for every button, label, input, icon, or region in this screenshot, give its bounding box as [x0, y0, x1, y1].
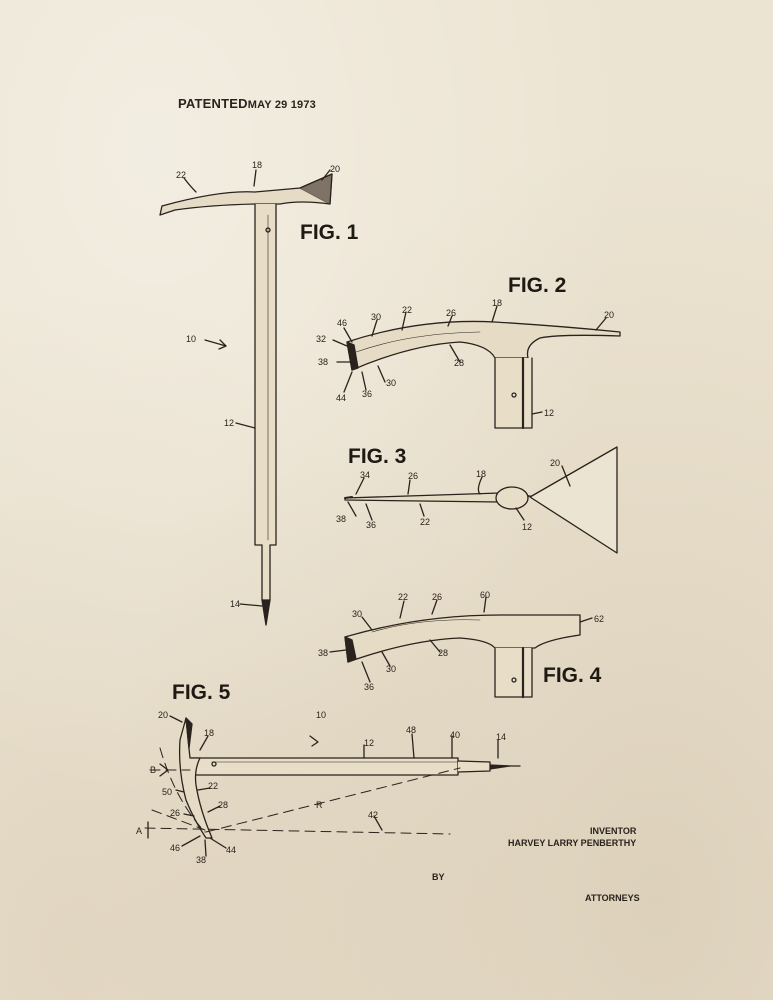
ref-numeral: 12: [544, 408, 554, 418]
ref-numeral: 22: [420, 517, 430, 527]
ref-numeral: 10: [186, 334, 196, 344]
ref-numeral: 34: [360, 470, 370, 480]
ref-numeral: 32: [316, 334, 326, 344]
by-label: BY: [432, 872, 445, 882]
fig5-shaft: [190, 758, 458, 775]
fig4-shaft-stub: [495, 648, 532, 697]
fig5-title: FIG. 5: [172, 681, 231, 704]
fig1-spike: [262, 600, 270, 625]
ref-numeral: 26: [170, 808, 180, 818]
inventor-label: INVENTOR: [590, 826, 636, 836]
fig3-adze: [530, 447, 617, 553]
ref-numeral: 20: [158, 710, 168, 720]
ref-numeral: 12: [522, 522, 532, 532]
ref-numeral: 48: [406, 725, 416, 735]
ref-numeral: 30: [352, 609, 362, 619]
attorneys-label: ATTORNEYS: [585, 893, 640, 903]
ref-numeral: 36: [366, 520, 376, 530]
fig5-reference-line-42: [145, 828, 450, 834]
ref-numeral: 20: [604, 310, 614, 320]
ref-numeral: 28: [218, 800, 228, 810]
fig1-shaft: [255, 204, 276, 600]
ref-numeral: 62: [594, 614, 604, 624]
fig5-radius-line: [206, 768, 460, 832]
ref-numeral: 60: [480, 590, 490, 600]
ref-numeral: R: [316, 800, 323, 810]
fig3-title: FIG. 3: [348, 445, 406, 468]
ref-numeral: 38: [336, 514, 346, 524]
ref-numeral: A: [136, 826, 142, 836]
ref-numeral: 50: [162, 787, 172, 797]
ref-numeral: 40: [450, 730, 460, 740]
ref-numeral: 22: [402, 305, 412, 315]
ref-numeral: 42: [368, 810, 378, 820]
ref-numeral: 26: [446, 308, 456, 318]
ref-numeral: 38: [318, 648, 328, 658]
ref-numeral: 22: [176, 170, 186, 180]
ref-numeral: 22: [208, 781, 218, 791]
ref-numeral: 18: [476, 469, 486, 479]
ref-numeral: 18: [492, 298, 502, 308]
ref-numeral: 20: [550, 458, 560, 468]
ref-numeral: 44: [336, 393, 346, 403]
ref-numeral: 46: [170, 843, 180, 853]
ref-numeral: 20: [330, 164, 340, 174]
fig3-shaft-section: [496, 487, 528, 509]
ref-numeral: 28: [438, 648, 448, 658]
ref-numeral: 30: [386, 378, 396, 388]
ref-numeral: 26: [408, 471, 418, 481]
ref-numeral: 36: [362, 389, 372, 399]
fig3-pick: [345, 493, 500, 502]
ref-numeral: 14: [230, 599, 240, 609]
ref-numeral: 38: [318, 357, 328, 367]
ref-numeral: 12: [224, 418, 234, 428]
inventor-name: HARVEY LARRY PENBERTHY: [508, 838, 636, 848]
ref-numeral: 30: [371, 312, 381, 322]
ref-numeral: 30: [386, 664, 396, 674]
ref-numeral: 36: [364, 682, 374, 692]
fig4-title: FIG. 4: [543, 664, 602, 687]
fig1-title: FIG. 1: [300, 221, 359, 244]
fig2-title: FIG. 2: [508, 274, 566, 297]
ref-numeral: 14: [496, 732, 506, 742]
ref-numeral: 38: [196, 855, 206, 865]
ref-numeral: 26: [432, 592, 442, 602]
ref-numeral: 28: [454, 358, 464, 368]
fig2-head-side-view: [333, 306, 620, 428]
fig4-head-body: [345, 615, 580, 662]
ref-numeral: 10: [316, 710, 326, 720]
ref-numeral: B: [150, 765, 156, 775]
ref-numeral: 46: [337, 318, 347, 328]
fig5-usage-diagram: [145, 716, 520, 856]
fig2-pick: [347, 321, 620, 370]
ref-numeral: 22: [398, 592, 408, 602]
ref-numeral: 12: [364, 738, 374, 748]
ref-numeral: 18: [204, 728, 214, 738]
ref-numeral: 18: [252, 160, 262, 170]
ref-numeral: 44: [226, 845, 236, 855]
